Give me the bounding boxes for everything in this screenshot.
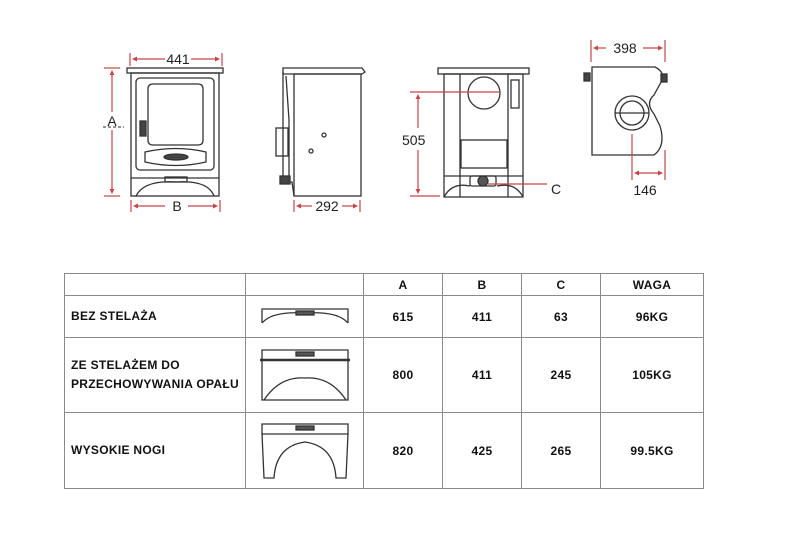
top-dimension-lines xyxy=(590,40,666,180)
stove-base-image xyxy=(245,337,364,413)
row-waga: 99.5KG xyxy=(600,412,704,489)
base-log-store-drawing xyxy=(259,349,350,401)
row-label: ZE STELAŻEM DO PRZECHOWYWANIA OPAŁU xyxy=(64,337,246,413)
row-label: WYSOKIE NOGI xyxy=(64,412,246,489)
rear-dimension-lines xyxy=(410,91,547,197)
front-height-label: A xyxy=(107,113,117,129)
header-waga: WAGA xyxy=(600,273,704,296)
front-dimension-lines xyxy=(103,53,223,212)
top-flue-offset-dimension: 146 xyxy=(633,182,657,198)
front-base-width-label: B xyxy=(172,198,181,214)
side-depth-dimension: 292 xyxy=(315,198,339,214)
row-c: 265 xyxy=(521,412,601,489)
stove-base-image xyxy=(245,412,364,489)
table-row: WYSOKIE NOGI 820 425 265 99.5KG xyxy=(64,412,704,489)
row-waga: 96KG xyxy=(600,295,704,338)
side-view xyxy=(275,67,366,197)
stove-base-image xyxy=(245,295,364,338)
row-a: 820 xyxy=(363,412,443,489)
header-c: C xyxy=(521,273,601,296)
base-plain-drawing xyxy=(260,307,349,323)
rear-height-dimension: 505 xyxy=(402,132,426,148)
top-width-dimension: 398 xyxy=(613,40,637,56)
spec-table: A B C WAGA BEZ STELAŻA 615 411 63 96KG Z… xyxy=(64,273,704,489)
header-image xyxy=(245,273,364,296)
row-b: 425 xyxy=(442,412,522,489)
top-view xyxy=(583,66,668,156)
header-a: A xyxy=(363,273,443,296)
header-label xyxy=(64,273,246,296)
row-waga: 105KG xyxy=(600,337,704,413)
table-header-row: A B C WAGA xyxy=(64,273,704,296)
front-width-dimension: 441 xyxy=(166,51,190,67)
row-b: 411 xyxy=(442,295,522,338)
row-a: 615 xyxy=(363,295,443,338)
table-row: BEZ STELAŻA 615 411 63 96KG xyxy=(64,295,704,338)
header-b: B xyxy=(442,273,522,296)
row-c: 245 xyxy=(521,337,601,413)
rear-view xyxy=(437,67,530,198)
side-dimension-lines xyxy=(293,200,361,212)
stove-drawings: 441 A B 292 505 C xyxy=(103,40,668,214)
front-view xyxy=(126,67,224,197)
rear-flue-label: C xyxy=(551,181,561,197)
row-b: 411 xyxy=(442,337,522,413)
row-a: 800 xyxy=(363,337,443,413)
table-row: ZE STELAŻEM DO PRZECHOWYWANIA OPAŁU 800 … xyxy=(64,337,704,413)
row-label: BEZ STELAŻA xyxy=(64,295,246,338)
high-legs-drawing xyxy=(260,422,349,479)
row-c: 63 xyxy=(521,295,601,338)
